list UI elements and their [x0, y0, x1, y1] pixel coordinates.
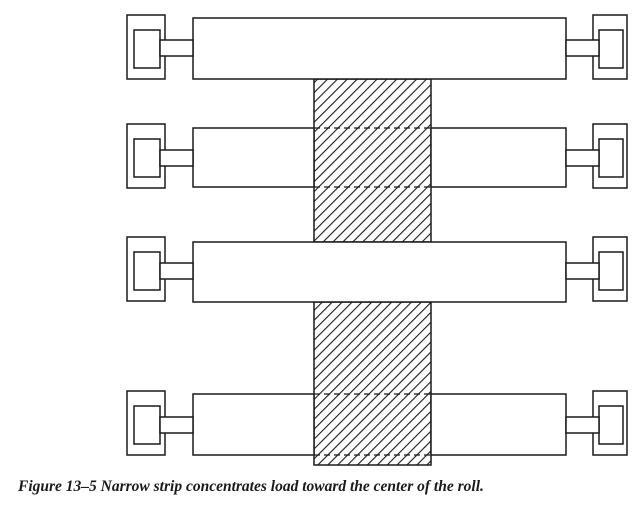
- roll-body: [192, 127, 315, 188]
- bearing-right: [598, 29, 624, 69]
- roll-1: [126, 14, 628, 80]
- neck-left: [159, 416, 194, 434]
- bearing-left: [133, 251, 161, 291]
- neck-left: [159, 262, 194, 280]
- neck-right: [565, 149, 600, 167]
- strip-upper-section: [313, 78, 432, 243]
- roll-stand-diagram: [126, 14, 628, 466]
- bearing-left: [133, 138, 161, 178]
- bearing-right: [598, 251, 624, 291]
- strip-lower-section: [313, 301, 432, 466]
- bearing-left: [133, 405, 161, 445]
- bearing-right: [598, 138, 624, 178]
- roll-2: [126, 123, 628, 189]
- bearing-right: [598, 405, 624, 445]
- neck-right: [565, 416, 600, 434]
- figure-caption: Figure 13–5 Narrow strip concentrates lo…: [18, 478, 484, 495]
- neck-right: [565, 39, 600, 57]
- roll-body: [430, 393, 567, 456]
- bearing-left: [133, 29, 161, 69]
- roll-body: [192, 241, 567, 303]
- roll-3: [126, 236, 628, 303]
- roll-body: [192, 393, 315, 456]
- neck-left: [159, 149, 194, 167]
- roll-4: [126, 390, 628, 456]
- neck-right: [565, 262, 600, 280]
- roll-body: [192, 17, 567, 80]
- neck-left: [159, 39, 194, 57]
- strip: [313, 78, 432, 466]
- roll-body: [430, 127, 567, 188]
